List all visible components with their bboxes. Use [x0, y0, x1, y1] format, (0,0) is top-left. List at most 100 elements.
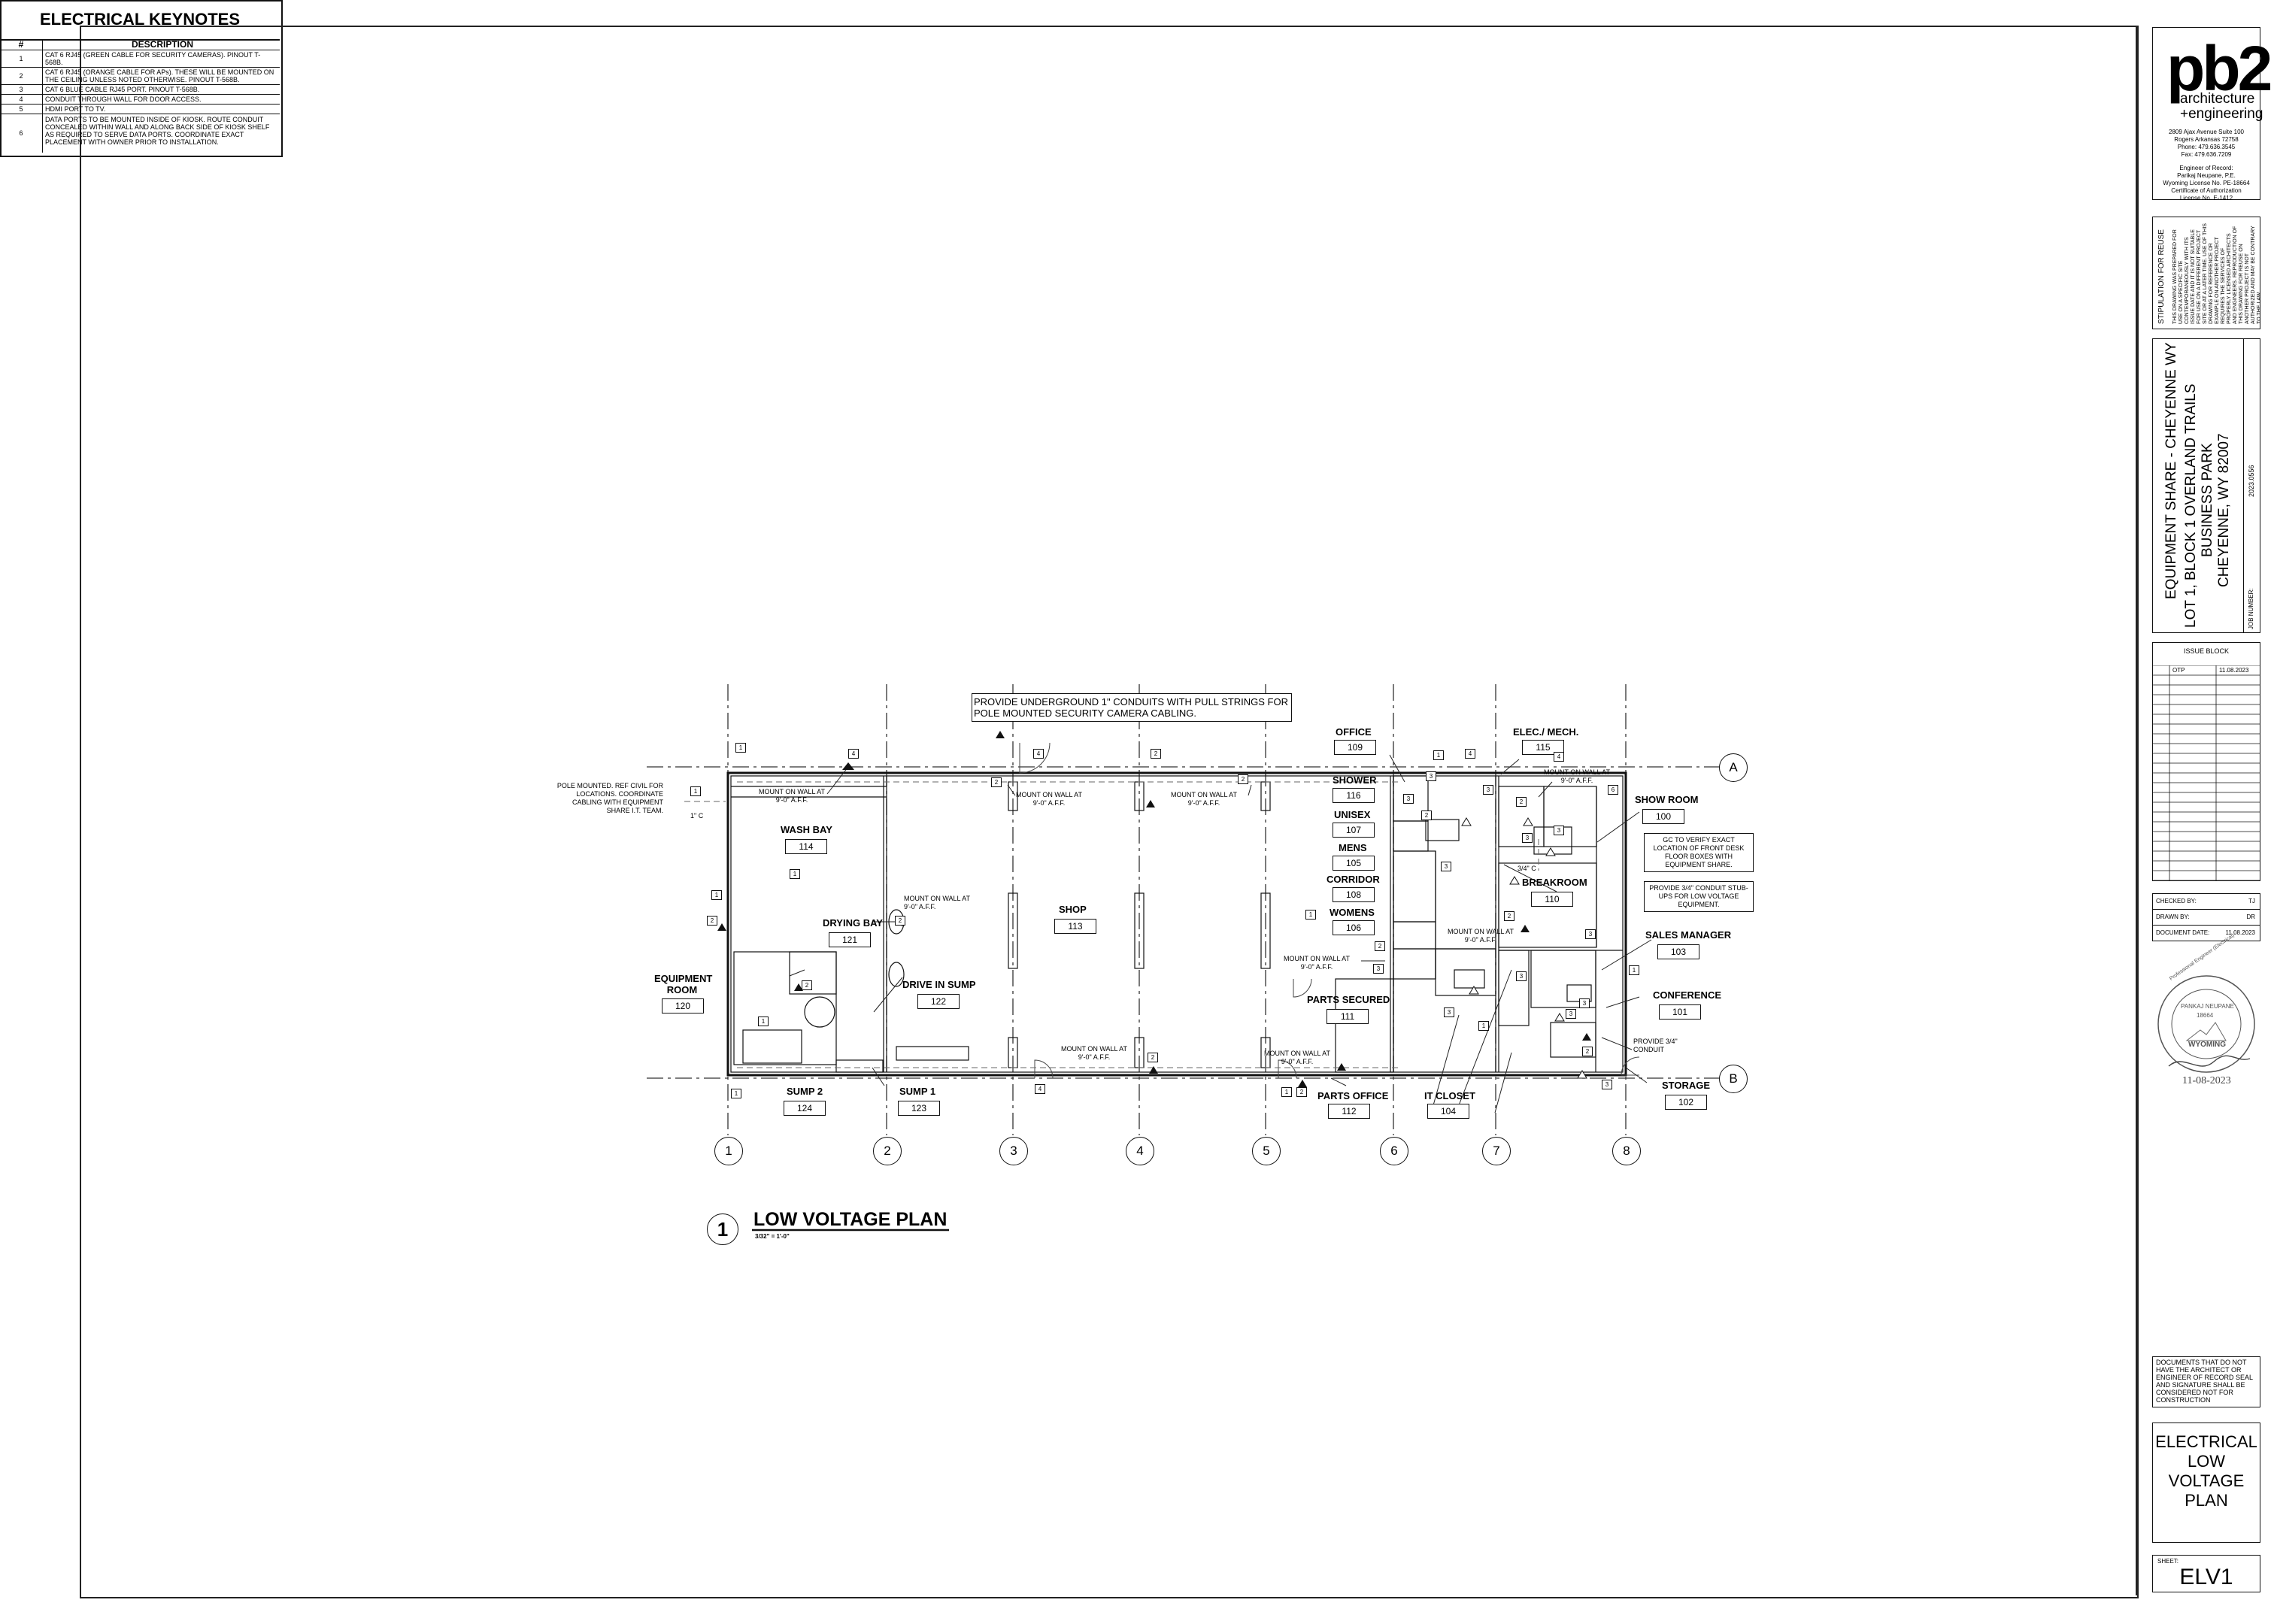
seal-name: PANKAJ NEUPANE [2181, 1003, 2234, 1010]
drawn-by-label: DRAWN BY: [2156, 914, 2190, 920]
keynote-tag: 3 [1602, 1080, 1612, 1089]
room-num-mens: 105 [1333, 856, 1375, 871]
keynote-tag: 1 [1305, 910, 1316, 920]
sheet-title-line: ELECTRICAL [2155, 1432, 2257, 1451]
keynote-tag: 3 [1566, 1009, 1576, 1019]
keynote-row: 5 HDMI PORT TO TV. [0, 105, 280, 114]
room-num-drive-in-sump: 122 [917, 994, 960, 1009]
keynote-tag: 2 [1375, 941, 1385, 951]
firm-line2: +engineering [2180, 106, 2263, 122]
checked-by-value: TJ [2248, 898, 2255, 904]
keynote-tag: 3 [1441, 862, 1451, 871]
project-name: EQUIPMENT SHARE - CHEYENNE WY [2163, 342, 2179, 599]
room-name-shower: SHOWER [1333, 774, 1377, 786]
room-num-parts-office: 112 [1328, 1104, 1370, 1119]
pole-mounted-note: POLE MOUNTED. REF CIVIL FOR LOCATIONS. C… [556, 782, 663, 814]
keynote-tag: 6 [1608, 785, 1618, 795]
sheet-title-block: ELECTRICAL LOW VOLTAGE PLAN [2152, 1423, 2260, 1543]
sheet-border [80, 26, 2139, 1598]
grid-row-a: A [1719, 753, 1748, 782]
keynote-tag: 2 [1296, 1087, 1307, 1097]
room-num-unisex: 107 [1333, 823, 1375, 838]
keynote-desc: CAT 6 BLUE CABLE RJ45 PORT. PINOUT T-568… [45, 86, 200, 93]
grid-col-2: 2 [873, 1137, 902, 1165]
checks-block: CHECKED BY: TJ DRAWN BY: DR DOCUMENT DAT… [2152, 893, 2260, 941]
keynote-tag: 1 [758, 1017, 769, 1026]
keynote-tag: 2 [1148, 1053, 1158, 1062]
project-line4: CHEYENNE, WY 82007 [2216, 433, 2232, 587]
floor-plan-drawing [647, 684, 1722, 1232]
seal-state: WYOMING [2188, 1041, 2226, 1049]
keynote-num: 5 [0, 105, 43, 114]
room-num-corridor: 108 [1333, 887, 1375, 902]
provide-conduit-note: PROVIDE 3/4" CONDUIT [1633, 1038, 1678, 1053]
firm-logo: pb2 [2166, 33, 2272, 104]
record-line: Certificate of Authorization [2171, 187, 2242, 194]
firm-line1: architecture [2180, 91, 2255, 107]
stipulation-title: STIPULATION FOR REUSE [2157, 229, 2166, 324]
room-name-elec-mech: ELEC./ MECH. [1513, 726, 1579, 738]
project-block: EQUIPMENT SHARE - CHEYENNE WY LOT 1, BLO… [2152, 338, 2260, 633]
room-name-show-room: SHOW ROOM [1635, 794, 1699, 805]
keynote-tag: 3 [1585, 929, 1596, 939]
room-name-drive-in-sump: DRIVE IN SUMP [902, 979, 976, 990]
keynote-tag: 4 [1035, 1084, 1045, 1094]
issue-block-grid [2153, 665, 2260, 880]
record-line: License No. E-1412 [2179, 195, 2233, 201]
keynotes-title: ELECTRICAL KEYNOTES [0, 0, 280, 41]
keynote-tag: 3 [1579, 998, 1590, 1008]
room-name-sales-manager: SALES MANAGER [1645, 929, 1732, 941]
keynote-row: 2 CAT 6 RJ45 (ORANGE CABLE FOR APs). THE… [0, 68, 280, 85]
keynotes-col-desc: DESCRIPTION [131, 39, 193, 50]
mount-note-wash: MOUNT ON WALL AT 9'-0" A.F.F. [758, 788, 825, 804]
plan-scale: 3/32" = 1'-0" [755, 1233, 790, 1240]
room-name-mens: MENS [1339, 842, 1367, 853]
keynote-tag: 4 [1554, 752, 1564, 762]
issue-block: ISSUE BLOCK OTP 11.08.2023 [2152, 642, 2260, 881]
grid-col-5: 5 [1252, 1137, 1281, 1165]
keynote-desc: CAT 6 RJ45 (ORANGE CABLE FOR APs). THESE… [45, 68, 274, 83]
keynote-tag: 1 [1433, 750, 1444, 760]
firm-address-line: 2809 Ajax Avenue Suite 100 [2169, 129, 2244, 135]
keynote-desc: DATA PORTS TO BE MOUNTED INSIDE OF KIOSK… [45, 116, 270, 146]
room-num-wash-bay: 114 [785, 839, 827, 854]
grid-row-b: B [1719, 1065, 1748, 1093]
keynote-tag: 2 [895, 916, 905, 926]
room-name-sump-2: SUMP 2 [787, 1086, 823, 1097]
keynote-tag: 2 [1516, 797, 1527, 807]
keynote-tag: 3 [1444, 1007, 1454, 1017]
electrical-keynotes-table: ELECTRICAL KEYNOTES # DESCRIPTION 1 CAT … [0, 0, 283, 157]
room-num-conference: 101 [1659, 1004, 1701, 1020]
seal-date: 11-08-2023 [2182, 1075, 2231, 1086]
sheet-number: ELV1 [2179, 1565, 2233, 1589]
keynote-tag: 1 [1478, 1021, 1489, 1031]
keynote-tag: 2 [707, 916, 717, 926]
keynote-desc: HDMI PORT TO TV. [45, 105, 106, 113]
mount-note-womens: MOUNT ON WALL AT 9'-0" A.F.F. [1283, 955, 1350, 971]
issue-entry-label: OTP [2172, 667, 2185, 674]
keynote-num: 4 [0, 95, 43, 104]
room-name-parts-secured: PARTS SECURED [1307, 994, 1390, 1005]
room-name-drying-bay: DRYING BAY [823, 917, 883, 929]
keynotes-col-num: # [0, 39, 43, 50]
keynote-num: 2 [0, 68, 43, 84]
record-line: Wyoming License No. PE-18664 [2163, 180, 2250, 186]
room-name-corridor: CORRIDOR [1326, 874, 1380, 885]
record-line: Engineer of Record: [2179, 165, 2233, 171]
project-line3: BUSINESS PARK [2200, 443, 2215, 557]
room-num-drying-bay: 121 [829, 932, 871, 947]
keynote-tag: 2 [1151, 749, 1161, 759]
keynote-tag: 2 [1238, 774, 1248, 784]
grid-col-6: 6 [1380, 1137, 1408, 1165]
room-name-womens: WOMENS [1330, 907, 1375, 918]
one-inch-conduit-label: 1" C [690, 812, 704, 820]
stipulation-block: STIPULATION FOR REUSE THIS DRAWING WAS P… [2152, 217, 2262, 329]
mount-note-parts: MOUNT ON WALL AT 9'-0" A.F.F. [1263, 1050, 1330, 1065]
room-name-breakroom: BREAKROOM [1522, 877, 1587, 888]
keynote-row: 6 DATA PORTS TO BE MOUNTED INSIDE OF KIO… [0, 114, 280, 153]
keynote-row: 3 CAT 6 BLUE CABLE RJ45 PORT. PINOUT T-5… [0, 85, 280, 95]
issue-entry-date: 11.08.2023 [2219, 667, 2249, 674]
grid-col-8: 8 [1612, 1137, 1641, 1165]
firm-address-line: Phone: 479.636.3545 [2177, 144, 2236, 150]
room-num-show-room: 100 [1642, 809, 1684, 824]
